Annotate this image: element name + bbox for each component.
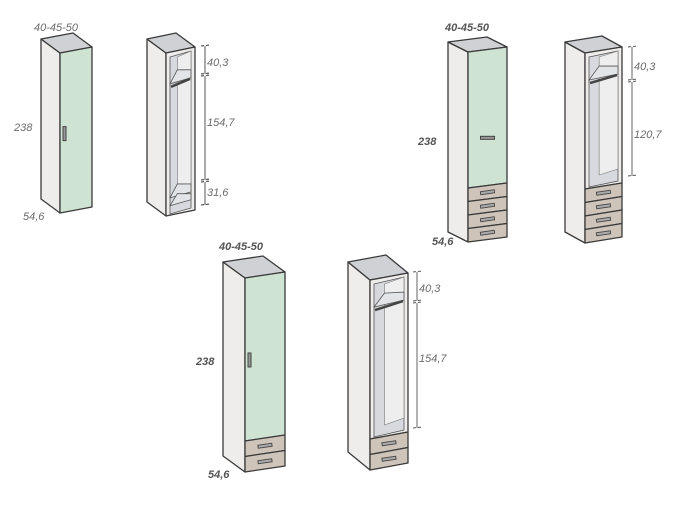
side-panel [347,261,371,471]
height-label: 238 [417,136,437,148]
drawer-handle [479,202,496,209]
drawer-handle [257,458,273,465]
door-panel [59,46,93,214]
dimension-label: 154,7 [207,117,235,129]
drawer-handle [479,189,496,196]
dimension-tick [200,180,211,183]
dimension-tick [412,299,423,302]
side-panel [40,38,61,214]
drawer-handle [595,216,612,223]
dimension-label: 40,3 [207,57,229,69]
drawer-handle [257,442,273,449]
dimension-tick [200,44,211,47]
dimension-tick [412,426,423,429]
dimension-tick [200,72,211,75]
dimension-label: 154,7 [419,353,447,365]
drawer-handle [479,216,496,223]
depth-label: 54,6 [23,211,45,223]
dimension-tick [627,45,638,48]
dimension-tick [412,301,423,304]
height-label: 238 [195,356,215,368]
depth-label: 54,6 [208,469,230,481]
drawer-handle [381,455,397,462]
side-panel [447,41,469,243]
dimension-tick [627,78,638,81]
hanging-rail [170,77,191,88]
dimension-tick [200,178,211,181]
hanging-rail [589,73,618,85]
depth-label: 54,6 [432,236,454,248]
dimension-label: 40,3 [419,283,441,295]
drawer-handle [595,203,612,210]
dimension-tick [627,174,638,177]
door-handle [480,135,495,140]
interior-side-wall [598,50,619,176]
dimension-label: 40,3 [634,61,656,73]
dimension-tick [200,203,211,206]
dimension-label: 31,6 [207,187,229,199]
width-label: 40-45-50 [444,22,490,34]
dimension-label: 120,7 [634,129,662,141]
height-label: 238 [13,122,33,134]
wardrobe-2-drawers-closed [222,255,286,473]
drawer-handle [479,229,496,236]
wardrobe-4-drawers-open [564,35,638,244]
side-panel [222,261,246,473]
drawer-handle [595,230,612,237]
drawer-handle [595,189,612,196]
side-panel [146,38,167,217]
width-label: 40-45-50 [218,241,264,253]
wardrobe-1-door-open [146,32,211,217]
width-label: 40-45-50 [34,22,79,34]
door-panel [467,46,508,189]
hanging-rail [374,299,404,312]
shelf [169,193,192,207]
side-panel [564,41,586,244]
door-handle [62,126,67,142]
dimension-tick [200,74,211,77]
shelf [373,291,405,308]
wardrobe-2-drawers-open [347,254,423,471]
door-handle [247,352,252,368]
dimension-tick [627,80,638,83]
shelf [588,65,619,81]
drawer-handle [381,440,397,447]
dimension-tick [412,270,423,273]
interior-side-wall [384,276,405,426]
shelf [169,69,192,85]
wardrobe-4-drawers-closed [447,36,508,243]
